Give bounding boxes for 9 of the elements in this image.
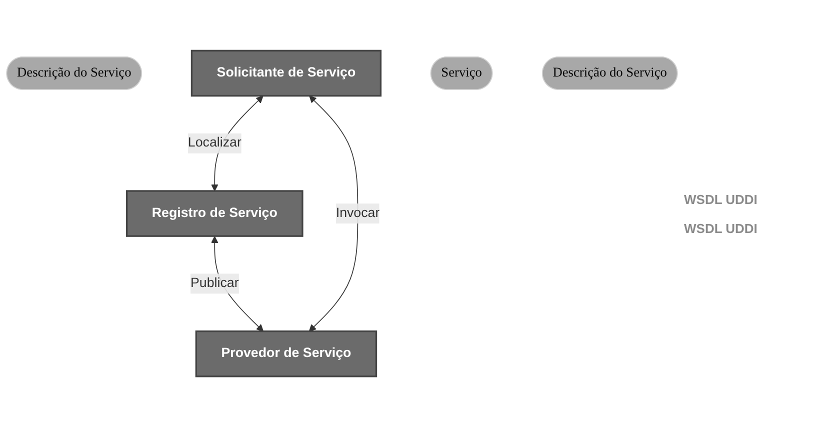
arrow bbox=[308, 96, 358, 332]
note-label: WSDL UDDI bbox=[684, 221, 758, 236]
node-box: Solicitante de Serviço bbox=[190, 50, 382, 98]
edge-label: Publicar bbox=[190, 276, 239, 291]
note-label: WSDL UDDI bbox=[684, 192, 758, 207]
node-box: Provedor de Serviço bbox=[195, 330, 378, 378]
node-box: Registro de Serviço bbox=[126, 190, 304, 238]
edge-label: Localizar bbox=[188, 136, 242, 151]
edge-label: Invocar bbox=[336, 206, 380, 221]
